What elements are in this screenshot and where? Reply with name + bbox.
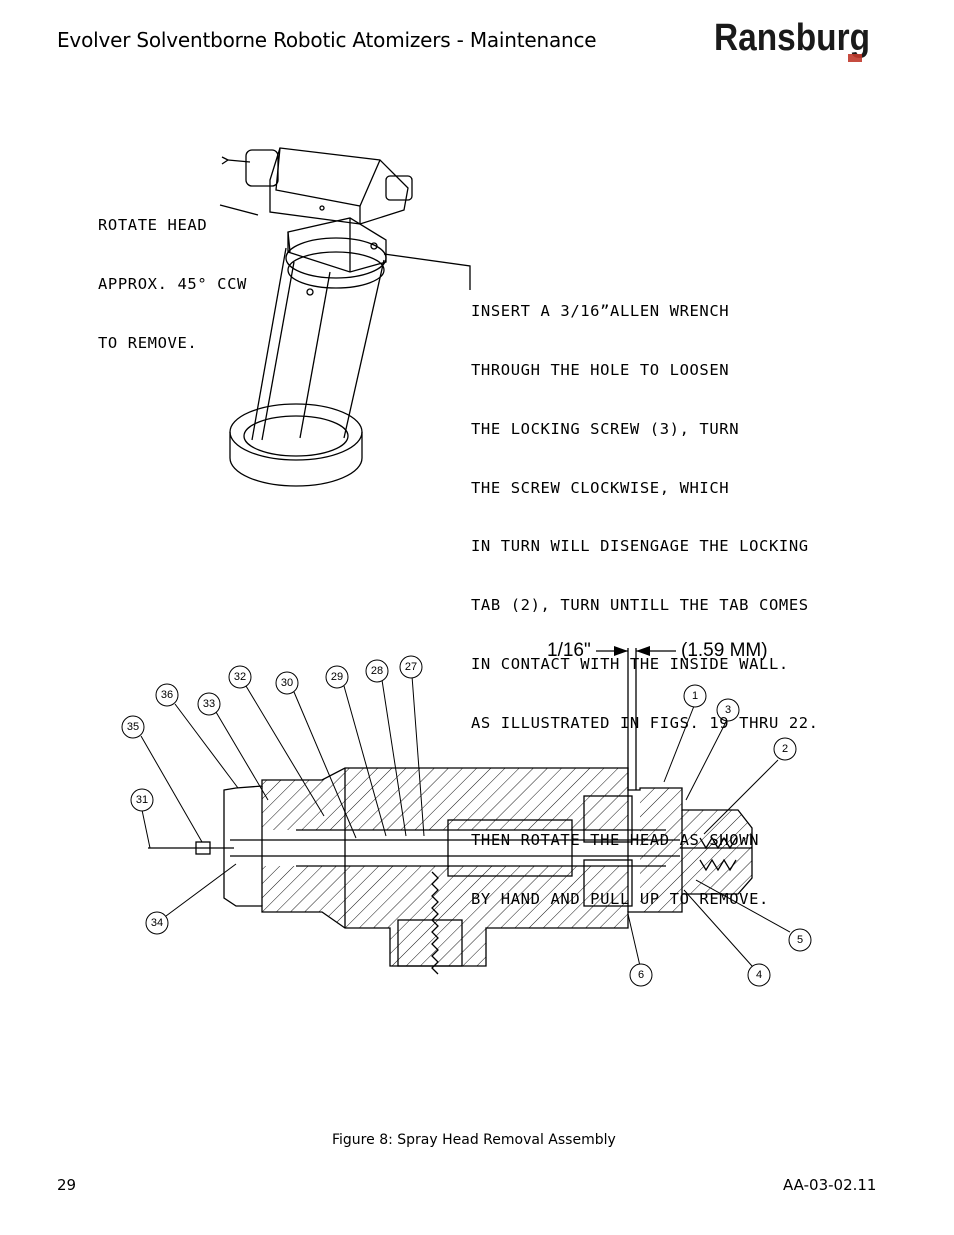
- atomizer-isometric: [221, 147, 413, 487]
- balloon-28: 28: [365, 659, 389, 683]
- svg-text:1: 1: [692, 690, 698, 702]
- svg-text:3: 3: [725, 704, 731, 716]
- balloon-35: 35: [121, 715, 145, 739]
- balloon-32: 32: [228, 665, 252, 689]
- part-balloons: 36 33 32 30 29 28 27 35 31 34 1 3 2 5 4 …: [121, 655, 812, 987]
- svg-text:30: 30: [281, 677, 293, 689]
- dimension-inch-label: 1/16": [547, 640, 591, 661]
- dimension-mm-label: (1.59 MM): [681, 640, 768, 661]
- instruction-line: BY HAND AND PULL UP TO REMOVE.: [471, 890, 769, 908]
- balloon-30: 30: [275, 671, 299, 695]
- balloon-36: 36: [155, 683, 179, 707]
- instruction-line: [471, 772, 819, 792]
- instruction-line: THROUGH THE HOLE TO LOOSEN: [471, 360, 730, 379]
- svg-text:4: 4: [756, 969, 762, 981]
- svg-text:6: 6: [638, 969, 644, 981]
- figure-caption: Figure 8: Spray Head Removal Assembly: [332, 1132, 616, 1148]
- balloon-27: 27: [399, 655, 423, 679]
- instruction-line: IN TURN WILL DISENGAGE THE LOCKING: [471, 537, 809, 556]
- balloon-34: 34: [145, 911, 169, 935]
- svg-text:33: 33: [203, 698, 215, 710]
- brand-logo-text: Ransburg: [714, 17, 870, 59]
- instruction-line: THEN ROTATE THE HEAD AS SHOWN: [471, 831, 760, 850]
- balloon-6: 6: [629, 963, 653, 987]
- svg-text:29: 29: [331, 671, 343, 683]
- instruction-line: AS ILLUSTRATED IN FIGS. 19 THRU 22.: [471, 713, 819, 732]
- balloon-29: 29: [325, 665, 349, 689]
- balloon-2: 2: [773, 737, 797, 761]
- svg-text:31: 31: [136, 794, 148, 806]
- svg-text:28: 28: [371, 665, 383, 677]
- ransburg-logo: Ransburg: [714, 17, 870, 62]
- balloon-31: 31: [130, 788, 154, 812]
- svg-text:2: 2: [782, 743, 788, 755]
- instruction-line: THE SCREW CLOCKWISE, WHICH: [471, 478, 730, 497]
- svg-text:34: 34: [151, 917, 163, 929]
- instruction-line: TAB (2), TURN UNTILL THE TAB COMES: [471, 596, 809, 615]
- balloon-5: 5: [788, 928, 812, 952]
- instruction-line: IN CONTACT WITH THE INSIDE WALL.: [471, 654, 789, 673]
- svg-text:35: 35: [127, 721, 139, 733]
- page-number: 29: [57, 1176, 77, 1194]
- rotate-head-callout: ROTATE HEAD APPROX. 45° CCW TO REMOVE.: [98, 177, 247, 373]
- instruction-line: INSERT A 3/16”ALLEN WRENCH: [471, 302, 730, 321]
- instruction-line: THE LOCKING SCREW (3), TURN: [471, 419, 740, 438]
- rotate-callout-line: ROTATE HEAD: [98, 216, 208, 235]
- instruction-callout: INSERT A 3/16”ALLEN WRENCH THROUGH THE H…: [471, 263, 819, 929]
- svg-text:5: 5: [797, 934, 803, 946]
- balloon-1: 1: [683, 684, 707, 708]
- balloon-3: 3: [716, 698, 740, 722]
- balloon-4: 4: [747, 963, 771, 987]
- svg-text:32: 32: [234, 671, 246, 683]
- rotate-callout-line: TO REMOVE.: [98, 333, 198, 352]
- leader-rotate: [219, 204, 259, 216]
- svg-text:27: 27: [405, 661, 417, 673]
- balloon-33: 33: [197, 692, 221, 716]
- page-title: Evolver Solventborne Robotic Atomizers -…: [57, 28, 597, 52]
- svg-text:36: 36: [161, 689, 173, 701]
- document-code: AA-03-02.11: [783, 1176, 877, 1194]
- leader-instruction: [383, 253, 471, 290]
- rotate-callout-line: APPROX. 45° CCW: [98, 274, 247, 293]
